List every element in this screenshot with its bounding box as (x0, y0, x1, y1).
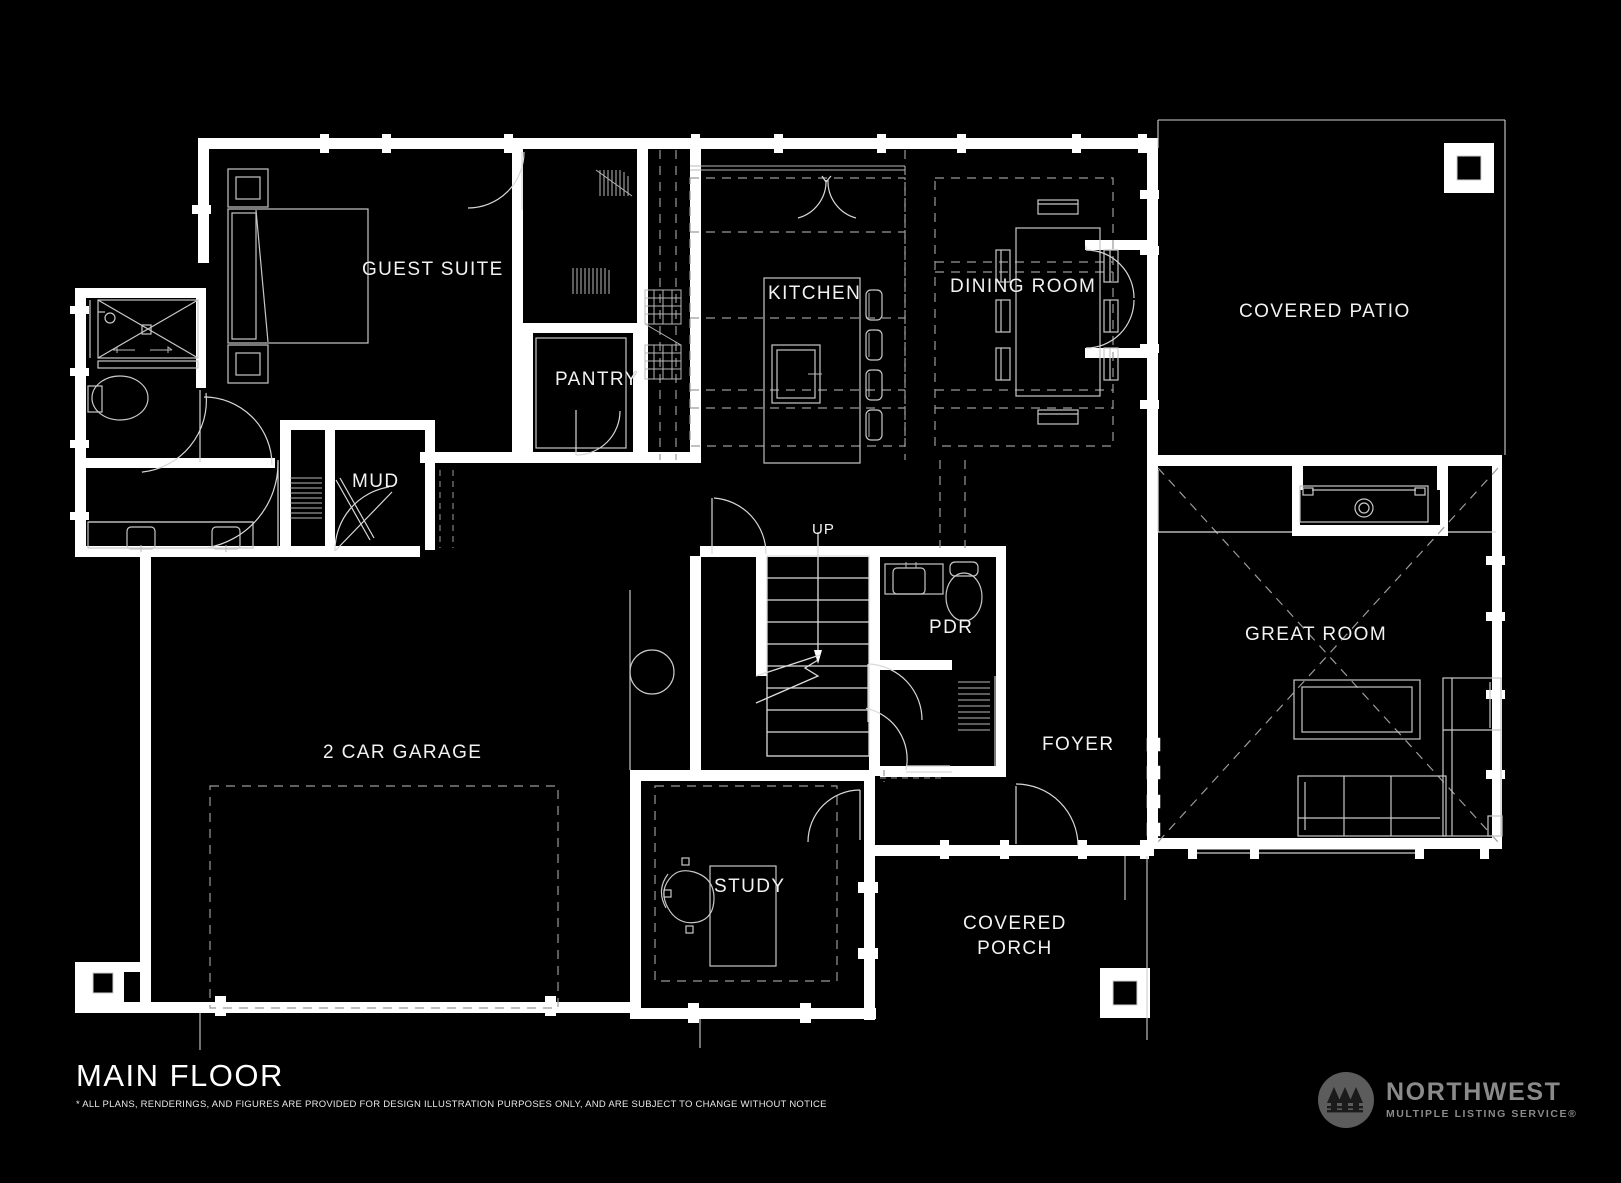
disclaimer-text: * ALL PLANS, RENDERINGS, AND FIGURES ARE… (76, 1098, 827, 1110)
walls-layer (75, 138, 1502, 1020)
nwmls-logo: NORTHWEST MULTIPLE LISTING SERVICE® (1318, 1072, 1577, 1128)
foyer-posts (1146, 737, 1161, 837)
nwmls-logo-text: NORTHWEST MULTIPLE LISTING SERVICE® (1386, 1080, 1577, 1120)
nwmls-logo-name: NORTHWEST (1386, 1078, 1562, 1107)
title-block: MAIN FLOOR * ALL PLANS, RENDERINGS, AND … (76, 1058, 827, 1110)
nwmls-trees-icon (1318, 1072, 1374, 1128)
furniture-layer (82, 119, 1506, 1050)
ceiling-dashed-layer (209, 150, 1499, 1009)
column-posts (82, 143, 1494, 1018)
openings-layer (70, 134, 1505, 1023)
door-swings-layer (141, 151, 1135, 847)
page-title: MAIN FLOOR (76, 1058, 284, 1093)
nwmls-logo-subtitle: MULTIPLE LISTING SERVICE® (1386, 1108, 1578, 1121)
